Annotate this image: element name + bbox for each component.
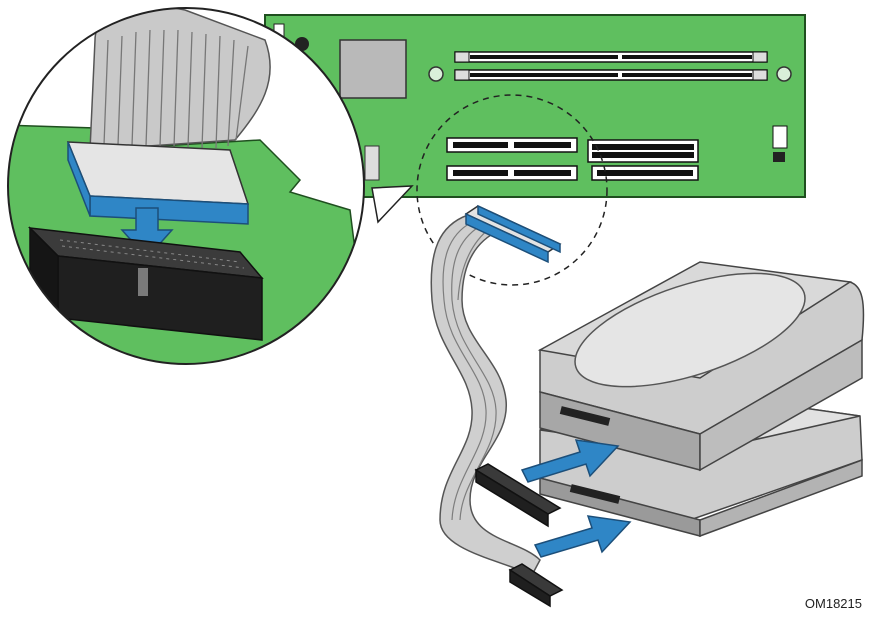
memory-slot-1: [455, 52, 767, 62]
power-connector: [588, 140, 698, 162]
cable-connector-device-2: [510, 564, 562, 606]
mounting-hole-left: [429, 67, 443, 81]
small-header: [773, 126, 787, 148]
ide-header-primary: [447, 138, 577, 152]
insert-arrow-lower: [535, 516, 630, 557]
memory-slot-2: [455, 70, 767, 80]
chipset-chip: [340, 40, 406, 98]
zoom-pointer: [372, 186, 412, 222]
small-component: [773, 152, 785, 162]
ribbon-cable: [431, 215, 540, 575]
ide-header-secondary: [447, 166, 577, 180]
figure-id-label: OM18215: [805, 596, 862, 611]
mounting-hole-right: [777, 67, 791, 81]
board-edge-connector: [365, 146, 379, 180]
floppy-header: [592, 166, 698, 180]
